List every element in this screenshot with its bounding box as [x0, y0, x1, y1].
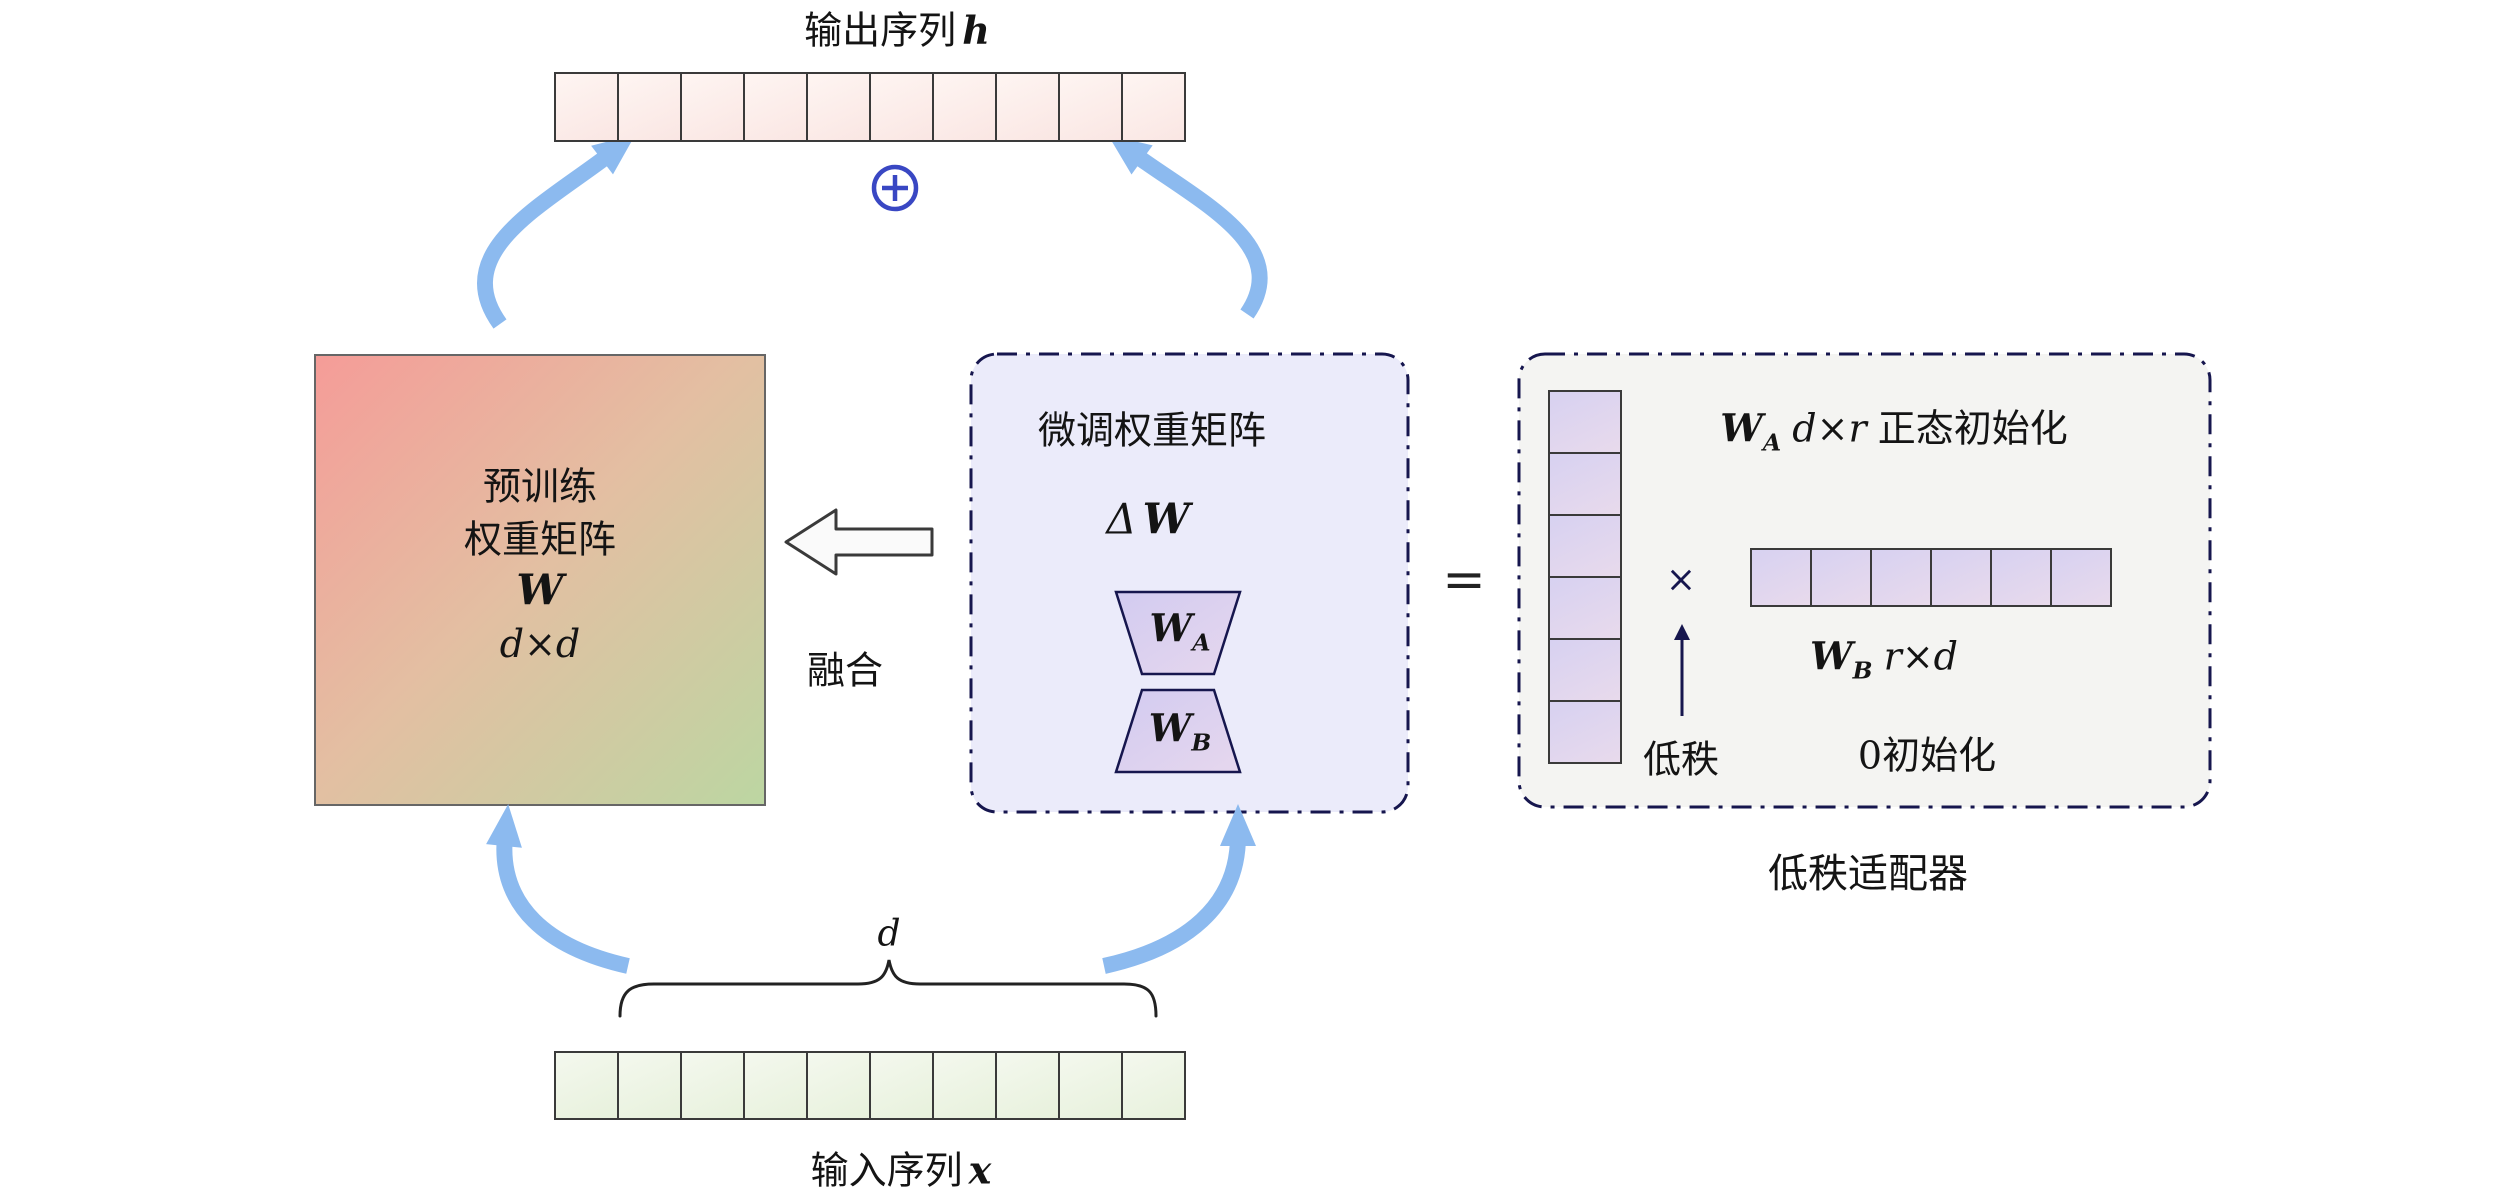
input-sequence-label: 输入序列 [810, 1148, 963, 1193]
delta-box-title: 微调权重矩阵 [1037, 408, 1267, 453]
wb-annotation-subscript: B [1852, 656, 1873, 685]
wa-column-matrix [1548, 390, 1622, 764]
matrix-cell [1548, 576, 1622, 640]
matrix-cell [1548, 514, 1622, 578]
output-sequence-row [554, 72, 1186, 142]
flow-arrow-delta-to-output [1108, 135, 1268, 319]
dimension-brace [618, 959, 1158, 1018]
matrix-cell [995, 1051, 1060, 1120]
flow-arrow-input-to-w [486, 804, 630, 974]
matrix-cell [806, 1051, 871, 1120]
adapter-caption: 低秩适配器 [1768, 851, 1968, 897]
matrix-cell [743, 1051, 808, 1120]
pretrained-label-line1: 预训练 [482, 464, 598, 509]
pretrained-label-line2: 权重矩阵 [463, 517, 617, 562]
matrix-cell [1870, 548, 1932, 607]
matrix-cell [554, 72, 619, 142]
matrix-cell [743, 72, 808, 142]
matrix-cell [1548, 638, 1622, 702]
matrix-cell [1548, 452, 1622, 516]
wa-annotation-init: 正态初始化 [1877, 406, 2068, 451]
input-sequence-math: x [968, 1147, 992, 1193]
matrix-cell [869, 1051, 934, 1120]
matrix-cell [1930, 548, 1992, 607]
wb-trapezoid [1114, 688, 1242, 774]
pretrained-dims: d×d [499, 622, 581, 666]
wa-trapezoid-label: WA [1150, 606, 1211, 657]
matrix-cell [932, 1051, 997, 1120]
wb-annotation: WB r×d [1810, 634, 1958, 685]
wa-annotation-subscript: A [1762, 428, 1782, 457]
matrix-cell [554, 1051, 619, 1120]
matrix-cell [995, 72, 1060, 142]
wb-annotation-base: W [1809, 633, 1853, 679]
wb-annotation-dims: r×d [1883, 634, 1959, 679]
matrix-cell [617, 72, 682, 142]
wb-row-matrix [1750, 548, 2112, 607]
pretrained-matrix-box [314, 354, 766, 806]
matrix-cell [1058, 72, 1123, 142]
wa-subscript: A [1192, 628, 1211, 657]
matrix-cell [1990, 548, 2052, 607]
matrix-cell [806, 72, 871, 142]
input-dim-label: d [877, 913, 901, 955]
wa-trapezoid [1114, 590, 1242, 676]
input-sequence-row [554, 1051, 1186, 1120]
matrix-cell [2050, 548, 2112, 607]
matrix-cell [1121, 1051, 1186, 1120]
matrix-cell [680, 72, 745, 142]
fusion-label: 融合 [806, 648, 884, 693]
plus-circle-icon [871, 164, 919, 212]
delta-w: W [1142, 494, 1190, 544]
delta-symbol: Δ [1106, 494, 1137, 544]
wb-annotation-symbol: WB [1809, 633, 1873, 685]
matrix-cell [680, 1051, 745, 1120]
wa-annotation-dims: d×r [1792, 406, 1867, 451]
wb-trapezoid-label: WB [1149, 706, 1212, 757]
output-sequence-label: 输出序列 [804, 8, 957, 53]
pretrained-math: W [516, 565, 564, 615]
flow-arrow-w-to-output [477, 134, 636, 329]
wb-base: W [1148, 705, 1192, 751]
matrix-cell [1810, 548, 1872, 607]
equals-sign: = [1442, 550, 1486, 610]
wa-annotation: WA d×r 正态初始化 [1720, 398, 2068, 457]
times-symbol: × [1665, 559, 1697, 601]
matrix-cell [1548, 390, 1622, 454]
output-sequence-math: h [962, 7, 990, 53]
delta-weight-box [969, 352, 1410, 814]
zero-init-label: 0初始化 [1857, 733, 1997, 778]
matrix-cell [1750, 548, 1812, 607]
wa-annotation-symbol: WA [1720, 405, 1781, 457]
low-rank-label: 低秩 [1642, 737, 1720, 782]
matrix-cell [1548, 700, 1622, 764]
flow-arrow-input-to-delta [1102, 804, 1256, 974]
matrix-cell [1121, 72, 1186, 142]
wb-subscript: B [1191, 728, 1212, 757]
wa-base: W [1149, 605, 1193, 651]
wa-annotation-base: W [1720, 405, 1763, 451]
merge-arrow-icon [784, 508, 934, 576]
matrix-cell [1058, 1051, 1123, 1120]
matrix-cell [617, 1051, 682, 1120]
matrix-cell [869, 72, 934, 142]
matrix-cell [932, 72, 997, 142]
